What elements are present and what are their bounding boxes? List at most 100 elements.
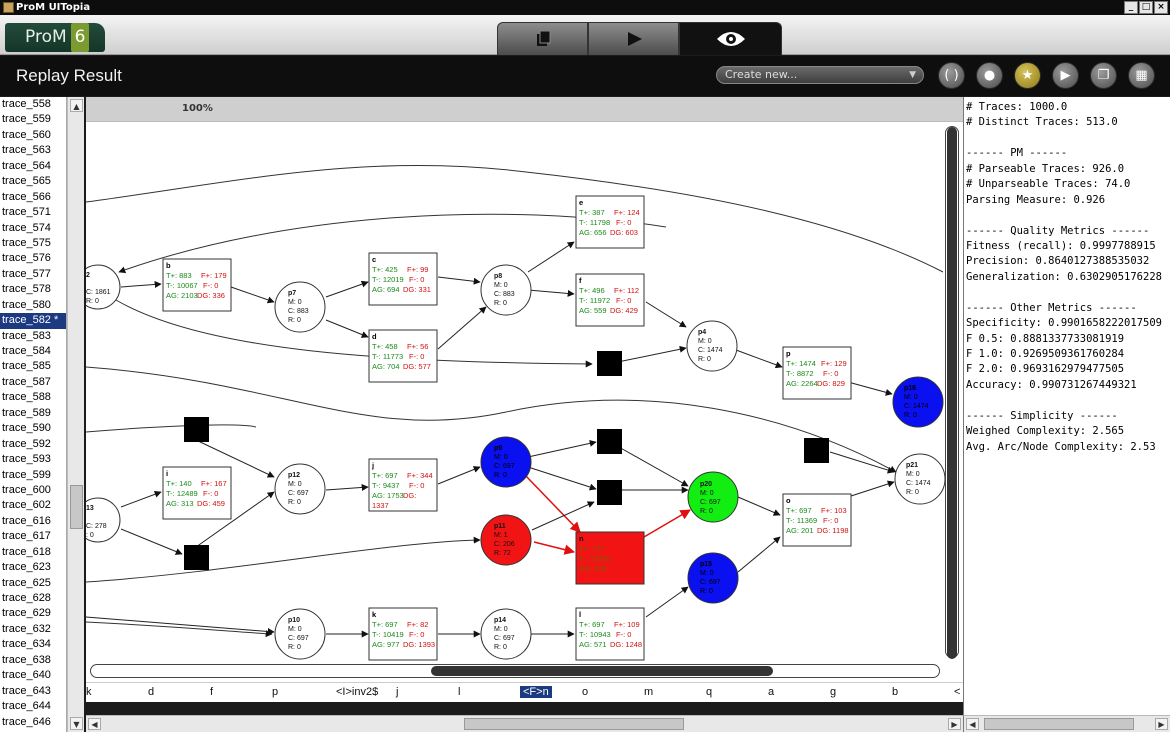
event-label[interactable]: m <box>644 686 654 698</box>
trace-list-item[interactable]: trace_592 <box>2 437 51 450</box>
trace-list-item[interactable]: trace_571 <box>2 206 51 219</box>
metrics-scrollbar[interactable]: ◀ ▶ <box>963 715 1170 732</box>
trace-list-scrollbar[interactable]: ▲ ▼ <box>67 97 84 732</box>
maximize-button[interactable]: □ <box>1139 1 1153 14</box>
event-label[interactable]: q <box>706 686 713 698</box>
trace-list-item[interactable]: trace_644 <box>2 700 51 713</box>
event-label[interactable]: a <box>768 686 775 698</box>
trace-list-item[interactable]: trace_578 <box>2 283 51 296</box>
favorite-button[interactable]: ★ <box>1014 62 1041 89</box>
trace-list-item[interactable]: trace_632 <box>2 622 51 635</box>
trace-list-item[interactable]: trace_590 <box>2 422 51 435</box>
scroll-thumb[interactable] <box>70 485 83 529</box>
trace-list-item[interactable]: trace_558 <box>2 98 51 110</box>
trace-list-item[interactable]: trace_629 <box>2 607 51 620</box>
transition-box[interactable] <box>782 493 852 547</box>
trace-list-item[interactable]: trace_638 <box>2 653 51 666</box>
trace-list-item[interactable]: trace_576 <box>2 252 51 265</box>
canvas-horizontal-scrollbar[interactable] <box>90 664 940 678</box>
trace-list-item[interactable]: trace_643 <box>2 684 51 697</box>
place-p9[interactable] <box>480 436 532 488</box>
event-label[interactable]: b <box>892 686 899 698</box>
drop-button[interactable]: ● <box>976 62 1003 89</box>
place-p11[interactable] <box>480 514 532 566</box>
trace-list-item[interactable]: trace_582 * <box>0 313 66 329</box>
trace-list-item[interactable]: trace_625 <box>2 576 51 589</box>
trace-list-item[interactable]: trace_616 <box>2 514 51 527</box>
event-label[interactable]: d <box>148 686 155 698</box>
event-label[interactable]: <I>inv2$ <box>336 686 379 698</box>
minimize-button[interactable]: _ <box>1124 1 1138 14</box>
place-p20[interactable] <box>687 471 739 523</box>
trace-list-item[interactable]: trace_583 <box>2 329 51 342</box>
place-13[interactable] <box>86 497 121 543</box>
create-new-dropdown[interactable]: Create new... ▼ <box>716 66 924 84</box>
trace-list-item[interactable]: trace_577 <box>2 267 51 280</box>
trace-list-item[interactable]: trace_563 <box>2 144 51 157</box>
trace-list-item[interactable]: trace_566 <box>2 190 51 203</box>
place-p8[interactable] <box>480 264 532 316</box>
petri-net-canvas[interactable]: 2 C: 1861 R: 0 p7 M: 0 C: 883 R: 0 p8 M:… <box>86 122 963 682</box>
place-p7[interactable] <box>274 281 326 333</box>
scroll-left-icon[interactable]: ◀ <box>88 718 101 730</box>
event-label[interactable]: < <box>954 686 961 698</box>
place-p14[interactable] <box>480 608 532 660</box>
copy-button[interactable]: ❐ <box>1090 62 1117 89</box>
place-2[interactable] <box>86 264 121 310</box>
scroll-down-icon[interactable]: ▼ <box>70 717 83 730</box>
trace-list-item[interactable]: trace_589 <box>2 406 51 419</box>
event-label[interactable]: <F>n <box>520 686 552 698</box>
scroll-thumb[interactable] <box>947 127 957 659</box>
transition-box[interactable] <box>782 346 852 400</box>
trace-list-item[interactable]: trace_565 <box>2 175 51 188</box>
refresh-button[interactable]: ( ) <box>938 62 965 89</box>
scroll-right-icon[interactable]: ▶ <box>948 718 961 730</box>
trace-list-item[interactable]: trace_584 <box>2 345 51 357</box>
scroll-left-icon[interactable]: ◀ <box>966 718 979 730</box>
event-label[interactable]: j <box>396 686 399 698</box>
trace-list-item[interactable]: trace_587 <box>2 375 51 388</box>
run-button[interactable]: ▶ <box>1052 62 1079 89</box>
transition-box[interactable] <box>368 252 438 306</box>
event-label[interactable]: o <box>582 686 589 698</box>
transition-box[interactable] <box>575 273 645 327</box>
tab-workspace[interactable] <box>497 22 588 55</box>
event-label[interactable]: k <box>86 686 92 698</box>
transition-box[interactable] <box>162 258 232 312</box>
place-p4[interactable] <box>686 320 738 372</box>
tab-actions[interactable] <box>588 22 679 55</box>
transition-box[interactable] <box>575 531 645 585</box>
trace-list-item[interactable]: trace_602 <box>2 499 51 512</box>
close-button[interactable]: × <box>1154 1 1168 14</box>
trace-list-item[interactable]: trace_640 <box>2 669 51 682</box>
place-p12[interactable] <box>274 463 326 515</box>
event-label[interactable]: p <box>272 686 279 698</box>
tab-views[interactable] <box>679 22 782 55</box>
place-p10[interactable] <box>274 608 326 660</box>
trace-list-item[interactable]: trace_560 <box>2 128 51 141</box>
event-label[interactable]: f <box>210 686 214 698</box>
scroll-thumb[interactable] <box>431 666 773 676</box>
trace-list-item[interactable]: trace_646 <box>2 715 51 728</box>
trace-list-item[interactable]: trace_588 <box>2 391 51 404</box>
trace-list-item[interactable]: trace_599 <box>2 468 51 481</box>
trace-list-item[interactable]: trace_617 <box>2 530 51 543</box>
place-p16[interactable] <box>892 376 944 428</box>
trace-list-item[interactable]: trace_574 <box>2 221 51 234</box>
event-label[interactable]: l <box>458 686 461 698</box>
transition-box[interactable] <box>162 466 232 520</box>
trace-list-item[interactable]: trace_580 <box>2 298 51 311</box>
trace-list-item[interactable]: trace_600 <box>2 483 51 496</box>
trace-list-item[interactable]: trace_559 <box>2 113 51 126</box>
trace-list-item[interactable]: trace_585 <box>2 360 51 373</box>
